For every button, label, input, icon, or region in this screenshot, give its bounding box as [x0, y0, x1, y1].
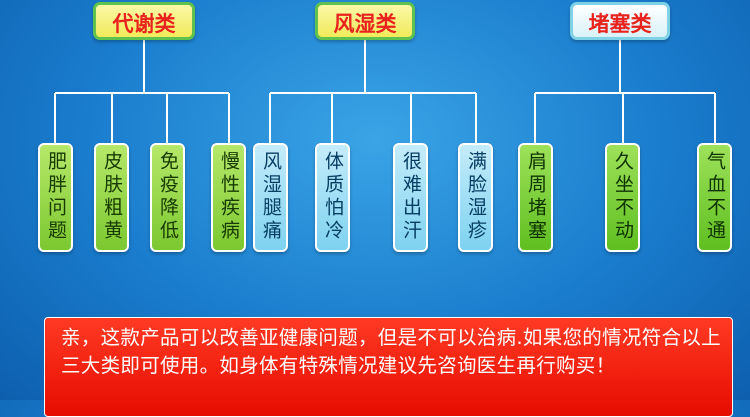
notice-banner: 亲，这款产品可以改善亚健康问题，但是不可以治病.如果您的情况符合以上三大类即可使… — [44, 317, 733, 417]
item-hard-to-sweat: 很难出汗 — [393, 143, 428, 252]
item-chronic-disease: 慢性疾病 — [211, 143, 246, 252]
item-obesity: 肥胖问题 — [38, 143, 73, 252]
connector-lines — [0, 0, 750, 400]
item-shoulder-blockage: 肩周堵塞 — [518, 143, 553, 252]
category-blockage: 堵塞类 — [570, 2, 670, 40]
item-sedentary: 久坐不动 — [605, 143, 640, 252]
item-poor-circulation: 气血不通 — [697, 143, 732, 252]
category-metabolic: 代谢类 — [93, 2, 195, 40]
item-low-immunity: 免疫降低 — [150, 143, 185, 252]
item-facial-eczema: 满脸湿疹 — [458, 143, 493, 252]
item-rough-skin: 皮肤粗黄 — [94, 143, 129, 252]
item-rheumatic-leg-pain: 风湿腿痛 — [253, 143, 288, 252]
item-cold-constitution: 体质怕冷 — [315, 143, 350, 252]
category-rheumatism: 风湿类 — [315, 2, 415, 40]
